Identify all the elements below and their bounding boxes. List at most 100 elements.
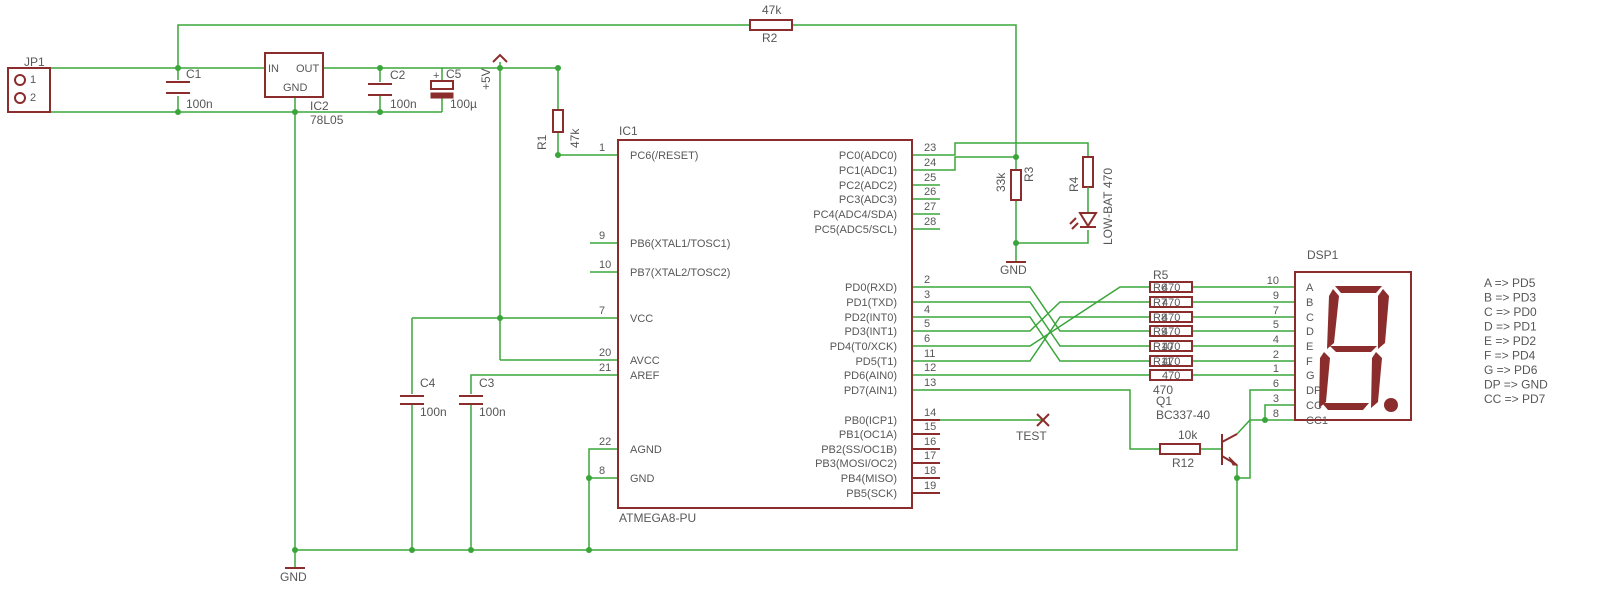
dsp1-pin-name: CC [1306,400,1322,412]
r12-value: 10k [1178,428,1198,442]
ic1-pin-number: 7 [599,305,605,317]
array-resistor-label: R11 [1153,356,1172,368]
r3-name: R3 [1022,166,1036,182]
c5-value: 100µ [450,97,477,111]
r2-resistor: 47k R2 [749,3,793,45]
array-resistor [1149,296,1193,308]
ic1-microcontroller: IC1 ATMEGA8-PU 1PC6(/RESET)9PB6(XTAL1/TO… [599,124,940,525]
array-resistor [1149,281,1193,293]
r1-name: R1 [535,134,549,150]
ic1-pin-name: AGND [630,444,662,456]
mapping-line: G => PD6 [1484,363,1538,377]
ic1-pin-number: 20 [599,347,611,359]
test-label: TEST [1016,429,1047,443]
c4-capacitor: C4 100n [400,376,447,419]
ic1-pin-number: 16 [924,436,936,448]
dsp1-pin-name: G [1306,370,1315,382]
ic1-pin-number: 19 [924,480,936,492]
c2-value: 100n [390,97,417,111]
c5-capacitor: + C5 100µ [430,67,477,111]
array-resistor-value: 470 [1162,356,1180,368]
mapping-line: DP => GND [1484,378,1548,392]
dsp1-pin-name: F [1306,356,1313,368]
ic1-pin-name: PC6(/RESET) [630,150,698,162]
ic2-in-label: IN [268,63,279,75]
array-resistor [1149,355,1193,367]
r12-name: R12 [1172,456,1194,470]
dsp1-pin-number: 10 [1267,275,1279,287]
led-label: LOW-BAT [1101,191,1115,245]
ic1-pin-name: VCC [630,313,653,325]
ic2-gnd-label: GND [283,82,308,94]
gnd-label-main: GND [280,570,307,584]
ic1-pin-name: PD7(AIN1) [844,385,897,397]
c3-name: C3 [479,376,495,390]
c1-value: 100n [186,97,213,111]
ic1-pin-number: 10 [599,259,611,271]
ic1-pin-number: 1 [599,142,605,154]
ic1-pin-name: PC3(ADC3) [839,194,897,206]
ic1-pin-number: 23 [924,142,936,154]
ic1-pin-name: PD0(RXD) [845,282,897,294]
ic1-pin-name: AVCC [630,355,660,367]
gnd-label-r3: GND [1000,263,1027,277]
gnd-symbol-main: GND [280,567,307,584]
array-resistor-label: R6 [1153,282,1167,294]
jp1-pin2: 2 [30,92,36,104]
ic1-pin-number: 9 [599,230,605,242]
led: LOW-BAT [1069,187,1115,245]
junctions [175,65,1268,553]
q1-name: Q1 [1156,394,1172,408]
ic1-pin-name: PC5(ADC5/SCL) [814,224,897,236]
array-resistor [1149,340,1193,352]
c4-value: 100n [420,405,447,419]
ic1-pin-name: PD4(T0/XCK) [830,341,897,353]
array-resistor-label: R10 [1153,341,1173,353]
r2-value: 47k [762,3,782,17]
ic1-pin-name: AREF [630,370,660,382]
mapping-line: B => PD3 [1484,291,1536,305]
ic1-pin-name: PB5(SCK) [846,488,897,500]
ic1-pin-number: 6 [924,333,930,345]
ic1-pin-number: 11 [924,348,935,360]
c3-capacitor: C3 100n [459,376,506,419]
array-resistor-value: 470 [1162,326,1180,338]
ic1-pin-name: GND [630,473,655,485]
ic1-pin-name: PD6(AIN0) [844,370,897,382]
ic1-pin-name: PC0(ADC0) [839,150,897,162]
ic1-pin-number: 27 [924,201,936,213]
ic1-pin-number: 15 [924,421,936,433]
mapping-line: C => PD0 [1484,305,1537,319]
array-resistor-value: 470 [1162,297,1180,309]
wires [50,24,1295,568]
dsp1-pin-name: CC1 [1306,415,1328,427]
array-resistor [1149,325,1193,337]
array-resistor-label: R9 [1153,326,1167,338]
ic2-name: IC2 [310,99,329,113]
ic1-pin-name: PC1(ADC1) [839,165,897,177]
ic1-pin-number: 12 [924,362,936,374]
c1-name: C1 [186,67,202,81]
dsp1-pin-name: B [1306,297,1313,309]
ic1-pin-number: 22 [599,436,611,448]
r4-name: R4 [1067,176,1081,192]
dsp1-pin-number: 9 [1273,290,1279,302]
dsp1-pin-name: E [1306,341,1313,353]
ic1-pin-number: 14 [924,407,936,419]
array-resistor-value: 470 [1162,370,1180,382]
vplus-label: +5V [479,68,493,90]
array-resistor-value: 470 [1162,341,1180,353]
ic1-pin-name: PC2(ADC2) [839,180,897,192]
dsp1-pin-number: 7 [1273,305,1279,317]
mapping-line: E => PD2 [1484,334,1536,348]
r4-resistor: R4 470 [1067,156,1115,192]
r1-resistor: R1 47k [535,109,582,150]
ic1-pin-name: PB6(XTAL1/TOSC1) [630,238,730,250]
gnd-symbol-r3: GND [1000,261,1027,277]
jp1-pin1: 1 [30,74,36,86]
c2-name: C2 [390,68,406,82]
dsp1-name: DSP1 [1307,248,1339,262]
dsp1-pin-number: 8 [1273,408,1279,420]
ic1-pin-number: 21 [599,362,611,374]
